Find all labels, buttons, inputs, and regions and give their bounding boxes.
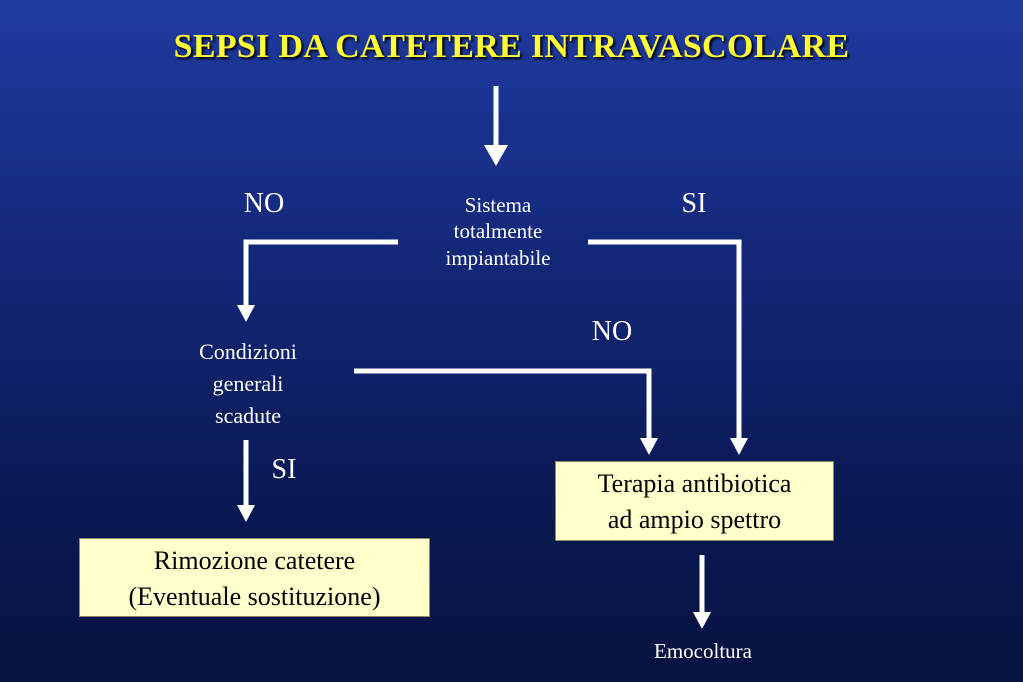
node-emocoltura: Emocoltura	[654, 639, 752, 663]
node-sistema-line-2: totalmente	[453, 219, 543, 244]
page-title: SEPSI DA CATETERE INTRAVASCOLARE	[173, 28, 850, 65]
node-terapia-line-1: Terapia antibiotica	[597, 469, 792, 498]
arrow-condizioni-si-to-rimozione	[237, 440, 255, 522]
branch-label-sistema-no: NO	[243, 188, 285, 219]
arrow-title-to-sistema	[484, 86, 508, 166]
arrow-sistema-si-to-terapia	[588, 239, 748, 455]
node-condizioni-line-1: Condizioni	[199, 339, 297, 364]
node-sistema-line-1: Sistema	[464, 193, 532, 217]
node-condizioni-generali-scadute: Condizioni generali scadute	[162, 336, 334, 432]
node-condizioni-line-3: scadute	[215, 403, 281, 428]
arrow-sistema-no-to-condizioni	[237, 239, 398, 322]
node-terapia-line-2: ad ampio spettro	[607, 505, 782, 534]
node-rimozione-line-1: Rimozione catetere	[153, 546, 356, 575]
node-rimozione-catetere: Rimozione catetere (Eventuale sostituzio…	[79, 538, 430, 617]
node-terapia-antibiotica: Terapia antibiotica ad ampio spettro	[555, 461, 834, 541]
branch-label-condizioni-si: SI	[271, 454, 297, 485]
node-sistema-line-3: impiantabile	[445, 245, 551, 270]
node-sistema-totalmente-impiantabile: Sistema totalmente impiantabile	[408, 192, 588, 271]
node-rimozione-line-2: (Eventuale sostituzione)	[128, 582, 381, 611]
arrow-condizioni-no-to-terapia	[354, 368, 658, 455]
branch-label-sistema-si: SI	[681, 188, 707, 219]
arrow-terapia-to-emocoltura	[693, 555, 711, 629]
node-condizioni-line-2: generali	[212, 371, 284, 396]
branch-label-condizioni-no: NO	[591, 316, 633, 347]
